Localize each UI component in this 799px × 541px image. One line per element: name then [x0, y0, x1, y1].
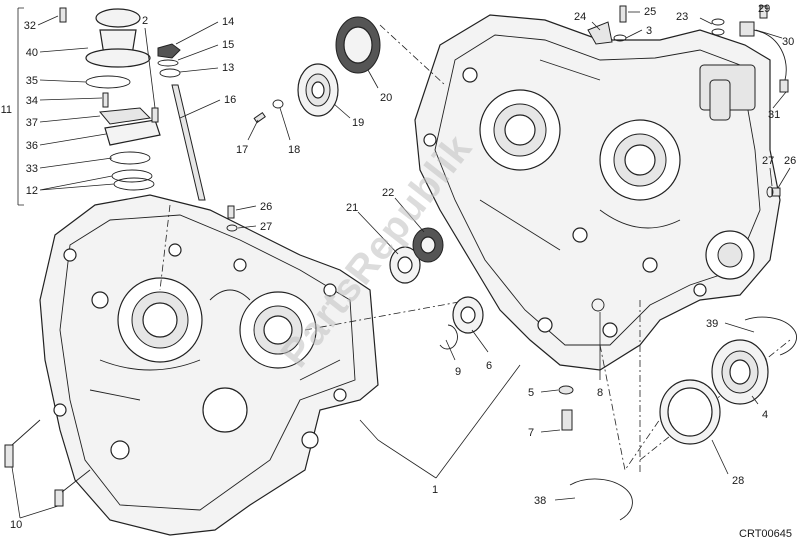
callout-35: 35: [26, 75, 38, 87]
callout-34: 34: [26, 95, 38, 107]
small-parts: [4, 5, 797, 521]
callout-7: 7: [528, 427, 534, 439]
callout-32: 32: [24, 20, 36, 32]
callout-3: 3: [646, 25, 652, 37]
watermark: PartsRepublik: [272, 126, 480, 375]
callout-20: 20: [380, 92, 392, 104]
callout-5: 5: [528, 387, 534, 399]
callout-10: 10: [10, 519, 22, 531]
callout-23: 23: [676, 11, 688, 23]
callout-21: 21: [346, 202, 358, 214]
callout-15: 15: [222, 39, 234, 51]
callout-27-right: 27: [762, 155, 774, 167]
callout-8: 8: [597, 387, 603, 399]
callout-28: 28: [732, 475, 744, 487]
callout-39: 39: [706, 318, 718, 330]
callout-36: 36: [26, 140, 38, 152]
left-crankcase-half: [39, 194, 379, 536]
right-crankcase-half: [414, 14, 781, 371]
callout-29: 29: [758, 3, 770, 15]
callout-12: 12: [26, 185, 38, 197]
callout-22: 22: [382, 187, 394, 199]
callout-25: 25: [644, 6, 656, 18]
diagram-code: CRT00645: [739, 528, 792, 540]
callout-1: 1: [432, 484, 438, 496]
callout-26-left: 26: [260, 201, 272, 213]
callout-33: 33: [26, 163, 38, 175]
callout-38: 38: [534, 495, 546, 507]
callout-16: 16: [224, 94, 236, 106]
leader-lines: [11, 7, 791, 519]
callout-26-right: 26: [784, 155, 796, 167]
callout-18: 18: [288, 144, 300, 156]
callout-27-left: 27: [260, 221, 272, 233]
callout-40: 40: [26, 47, 38, 59]
callout-11: 11: [1, 104, 12, 116]
callout-19: 19: [352, 117, 364, 129]
callout-30: 30: [782, 36, 794, 48]
callout-2: 2: [142, 15, 148, 27]
callout-24: 24: [574, 11, 586, 23]
callout-31: 31: [768, 109, 780, 121]
callout-17: 17: [236, 144, 248, 156]
callout-37: 37: [26, 117, 38, 129]
callout-labels: 32 40 35 34 37 36 33 12 11 2 14 15 13 16…: [1, 3, 797, 531]
callout-14: 14: [222, 16, 234, 28]
callout-6: 6: [486, 360, 492, 372]
callout-13: 13: [222, 62, 234, 74]
callout-4: 4: [762, 409, 768, 421]
callout-9: 9: [455, 366, 461, 378]
